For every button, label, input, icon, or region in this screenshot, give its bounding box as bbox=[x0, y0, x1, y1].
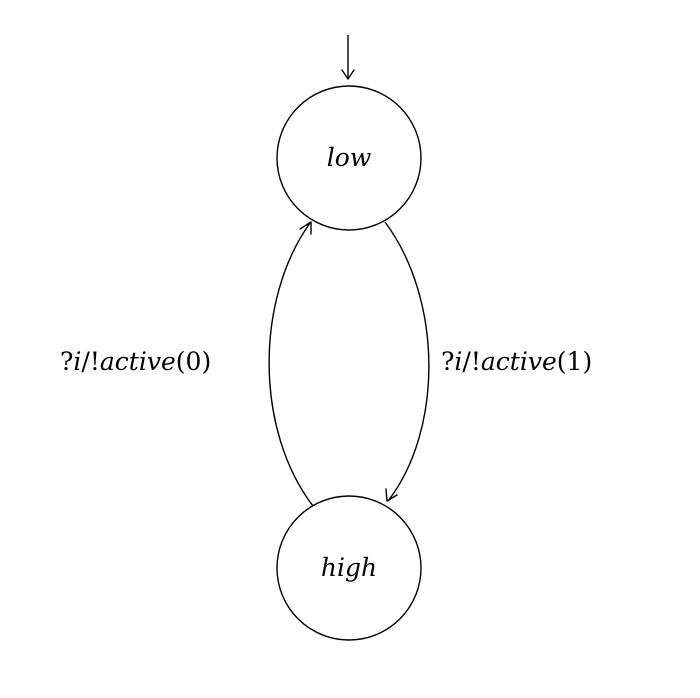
transition-high-to-low-label: ?i/!active(0) bbox=[60, 347, 211, 376]
state-low-label: low bbox=[327, 143, 371, 172]
transition-low-to-high-label: ?i/!active(1) bbox=[441, 347, 592, 376]
transition-low-to-high[interactable]: ?i/!active(1) bbox=[384, 221, 592, 502]
initial-arrow bbox=[341, 35, 355, 80]
state-high-label: high bbox=[321, 553, 377, 582]
state-low[interactable]: low bbox=[276, 85, 422, 231]
transition-high-to-low[interactable]: ?i/!active(0) bbox=[60, 221, 314, 507]
transition-high-to-low-arc bbox=[268, 222, 314, 507]
state-high[interactable]: high bbox=[276, 495, 422, 641]
state-low-circle bbox=[276, 85, 422, 231]
state-high-circle bbox=[276, 495, 422, 641]
transition-low-to-high-arrowhead bbox=[385, 488, 398, 502]
transition-high-to-low-arrowhead bbox=[299, 221, 312, 235]
transition-low-to-high-arc bbox=[384, 221, 430, 502]
